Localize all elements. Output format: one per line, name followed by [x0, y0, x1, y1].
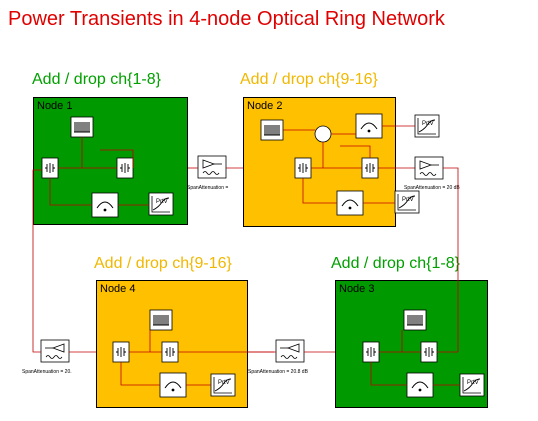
page-title: Power Transients in 4-node Optical Ring …	[8, 8, 445, 30]
node3-demux-icon	[362, 341, 380, 363]
node3-components	[362, 309, 485, 398]
node2-receiver-top-icon	[355, 113, 383, 139]
node1-scope-icon	[148, 192, 174, 216]
node1-receiver-icon	[91, 192, 119, 218]
node4-demux-icon	[112, 341, 130, 363]
node1-adddrop-label: Add / drop ch{1-8}	[32, 71, 161, 88]
node2-scope-icon	[394, 190, 420, 214]
node4-components	[112, 309, 274, 398]
node2-scope-top-icon	[414, 114, 440, 138]
node3-transmitter-icon	[403, 309, 427, 331]
node1-components	[41, 116, 174, 218]
span-label-bottom-middle: SpanAttenuation = 20.8 dB	[248, 369, 308, 375]
node2-coupler-icon	[314, 125, 332, 143]
node3-scope-icon	[459, 373, 485, 397]
node4-name: Node 4	[100, 283, 136, 295]
node2-receiver-icon	[336, 190, 364, 216]
node2-name: Node 2	[247, 100, 283, 112]
node1-mux-icon	[116, 157, 134, 179]
node1-demux-icon	[41, 157, 59, 179]
node2-demux-icon	[294, 157, 312, 179]
span-amplifier-top-right-icon	[414, 156, 444, 180]
node4-adddrop-label: Add / drop ch{9-16}	[94, 255, 232, 272]
span-amplifier-bottom-left-icon	[40, 339, 70, 363]
node3-receiver-icon	[406, 372, 434, 398]
span-label-bottom-left: SpanAttenuation = 20.	[22, 369, 72, 375]
ring-wiring	[32, 167, 459, 353]
node4-receiver-icon	[159, 372, 187, 398]
node2-components	[260, 113, 440, 216]
node4-mux-icon	[161, 341, 179, 363]
node3-name: Node 3	[339, 283, 375, 295]
node2-transmitter-icon	[260, 119, 284, 141]
node3-adddrop-label: Add / drop ch{1-8}	[331, 255, 460, 272]
node1-name: Node 1	[37, 100, 73, 112]
span-amplifier-bottom-middle-icon	[275, 339, 305, 363]
node1-transmitter-icon	[70, 116, 94, 138]
node4-transmitter-icon	[149, 309, 173, 331]
node3-mux-icon	[420, 341, 438, 363]
node2-mux-icon	[361, 157, 379, 179]
node2-adddrop-label: Add / drop ch{9-16}	[240, 71, 378, 88]
span-label-top-middle: SpanAttenuation =	[187, 185, 229, 191]
span-amplifier-top-middle-icon	[197, 155, 227, 179]
span-label-top-right: SpanAttenuation = 20 dB	[404, 185, 460, 191]
node4-scope-icon	[210, 373, 236, 397]
